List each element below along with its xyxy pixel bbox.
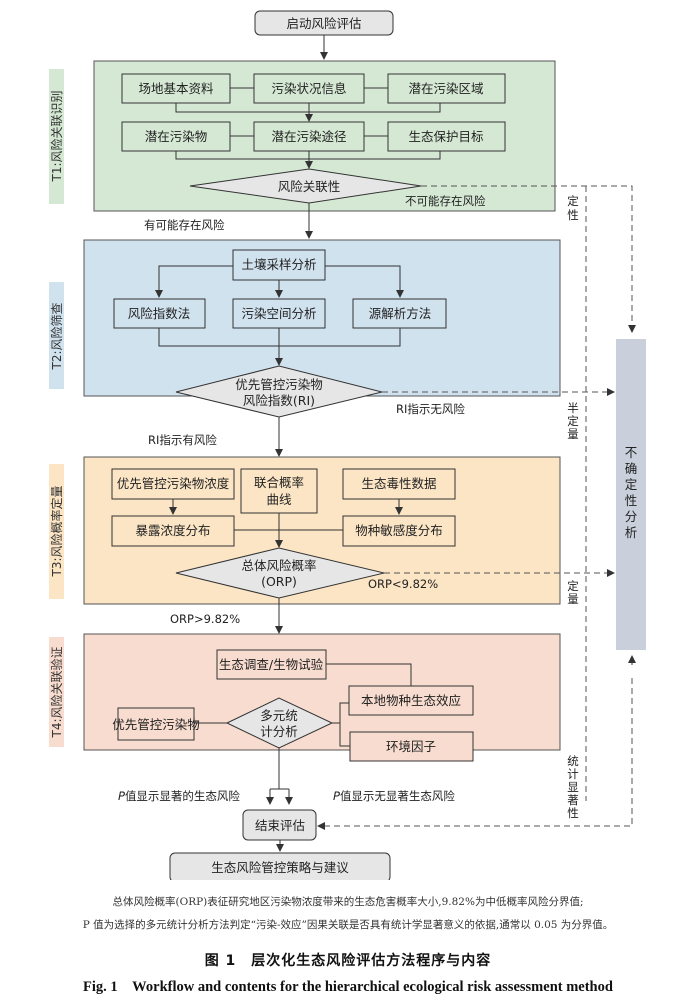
t2-risk-index: 风险指数法 (128, 306, 191, 321)
t3-ecotox-box (342, 468, 456, 500)
t4-survey-box (216, 649, 327, 680)
end-node: 结束评估 (242, 809, 317, 841)
t2-source-apportionment-box (352, 298, 447, 329)
t2-yes-risk-label: RI指示有风险 (148, 433, 217, 447)
t3-no-risk-label: ORP<9.82% (368, 577, 438, 591)
t3-section: T3:风险概率定量 优先管控污染物浓度 暴露浓度分布 联合概率 曲线 生态毒性数… (49, 456, 561, 605)
t4-local-effect: 本地物种生态效应 (361, 693, 461, 708)
t3-decision-line1: 总体风险概率 (241, 558, 316, 573)
t4-decision-line1: 多元统 (260, 708, 298, 723)
t3-yes-risk-label: ORP>9.82% (170, 612, 240, 626)
t4-pollutant-box (117, 707, 195, 741)
t1-label: T1:风险关联识别 (49, 90, 64, 182)
t1-pollution-status: 污染状况信息 (271, 81, 346, 96)
t2-decision-line2: 风险指数(RI) (243, 393, 315, 408)
t3-decision-line2: (ORP) (261, 574, 297, 589)
t2-soil-sampling-box (232, 249, 326, 281)
t1-potential-area: 潜在污染区域 (408, 81, 483, 96)
uncertainty-panel (616, 339, 646, 650)
dashed-connectors (317, 185, 636, 830)
t4-side-tab (49, 637, 64, 747)
note-line-2: P 值为选择的多元统计分析方法判定“污染-效应”因果关联是否具有统计学显著意义的… (82, 919, 614, 931)
statistical-label: 统 计 显 著 性 (567, 754, 579, 820)
t3-joint-curve-line2: 曲线 (266, 492, 292, 507)
side-char: 性 (567, 806, 579, 820)
t4-label: T4:风险关联验证 (49, 646, 64, 738)
t2-section: T2:风险筛查 土壤采样分析 风险指数法 污染空间分析 源解析方法 优先管控污染… (49, 239, 561, 418)
side-char: 量 (567, 427, 579, 441)
t2-spatial-analysis: 污染空间分析 (241, 306, 316, 321)
t2-risk-index-box (113, 298, 206, 329)
side-char: 定 (567, 414, 579, 428)
semi-quantitative-label: 半 定 量 (567, 401, 579, 441)
start-node: 启动风险评估 (254, 10, 394, 36)
final-label: 生态风险管控策略与建议 (211, 860, 349, 875)
t2-decision-line1: 优先管控污染物 (235, 377, 323, 392)
t2-no-risk-label: RI指示无风险 (396, 402, 465, 416)
side-char: 定 (567, 579, 579, 593)
t2-source-apportionment: 源解析方法 (369, 306, 432, 321)
side-char: 性 (567, 208, 579, 222)
t3-ssd-box (342, 515, 456, 547)
side-char: 量 (567, 592, 579, 606)
uncertainty-char: 分 (625, 509, 638, 524)
t3-side-tab (49, 464, 64, 599)
figure-title-cn: 图 1 层次化生态风险评估方法程序与内容 (204, 953, 492, 969)
t1-section: T1:风险关联识别 场地基本资料 污染状况信息 潜在污染区域 潜在污染物 潜在污… (49, 60, 556, 212)
t4-survey: 生态调查/生物试验 (219, 657, 324, 672)
t1-decision-label: 风险关联性 (278, 179, 341, 194)
t3-label: T3:风险概率定量 (49, 485, 64, 577)
t1-eco-target: 生态保护目标 (408, 129, 483, 144)
t4-env-factor-box (349, 731, 474, 762)
uncertainty-char: 析 (625, 525, 638, 540)
t4-sig-label: P值显示显著的生态风险 (118, 789, 240, 803)
t2-label: T2:风险筛查 (49, 302, 64, 370)
quantitative-label: 定 量 (567, 579, 579, 606)
t4-local-effect-box (348, 685, 474, 716)
side-char: 著 (567, 793, 579, 807)
side-char: 半 (567, 401, 579, 415)
t3-concentration: 优先管控污染物浓度 (117, 476, 230, 491)
uncertainty-char: 确 (625, 461, 638, 476)
t3-exposure: 暴露浓度分布 (135, 523, 210, 538)
side-char: 计 (567, 767, 579, 781)
side-char: 显 (567, 780, 579, 794)
t1-yes-risk-label: 有可能存在风险 (144, 218, 225, 232)
t1-no-risk-label: 不可能存在风险 (405, 194, 486, 208)
t1-site-info: 场地基本资料 (138, 81, 214, 96)
t3-joint-curve-box (240, 468, 318, 514)
t3-exposure-box (111, 515, 235, 547)
end-label: 结束评估 (255, 818, 305, 833)
t1-potential-pathway: 潜在污染途径 (271, 129, 346, 144)
t3-ecotox: 生态毒性数据 (361, 476, 436, 491)
t3-ssd: 物种敏感度分布 (355, 523, 443, 538)
figure-title-en: Fig. 1 Workflow and contents for the hie… (83, 979, 613, 995)
note-line-1: 总体风险概率(ORP)表征研究地区污染物浓度带来的生态危害概率大小,9.82%为… (112, 896, 584, 908)
t2-side-tab (49, 282, 64, 389)
start-label: 启动风险评估 (286, 16, 361, 31)
t2-soil-sampling: 土壤采样分析 (241, 257, 316, 272)
t1-side-tab (49, 69, 64, 204)
t4-nonsig-label: P值显示无显著生态风险 (333, 789, 455, 803)
workflow-diagram: 启动风险评估 T1:风险关联识别 场地基本资料 污染状况信息 潜在污染区域 潜在… (49, 10, 646, 880)
t4-env-factor: 环境因子 (386, 739, 436, 754)
uncertainty-char: 不 (625, 445, 638, 460)
t1-potential-pollutant: 潜在污染物 (145, 129, 208, 144)
final-node: 生态风险管控策略与建议 (169, 852, 391, 880)
uncertainty-char: 性 (625, 493, 638, 508)
t4-section: T4:风险关联验证 生态调查/生物试验 本地物种生态效应 环境因子 优先管控污染… (49, 633, 561, 762)
t3-joint-curve-line1: 联合概率 (254, 475, 304, 490)
uncertainty-label: 不 确 定 性 分 析 (625, 445, 638, 540)
side-char: 定 (567, 194, 579, 208)
side-char: 统 (567, 754, 579, 768)
uncertainty-char: 定 (625, 477, 638, 492)
qualitative-label: 定 性 (567, 194, 579, 222)
t4-pollutant: 优先管控污染物 (112, 717, 200, 732)
t4-decision-line2: 计分析 (260, 724, 298, 739)
